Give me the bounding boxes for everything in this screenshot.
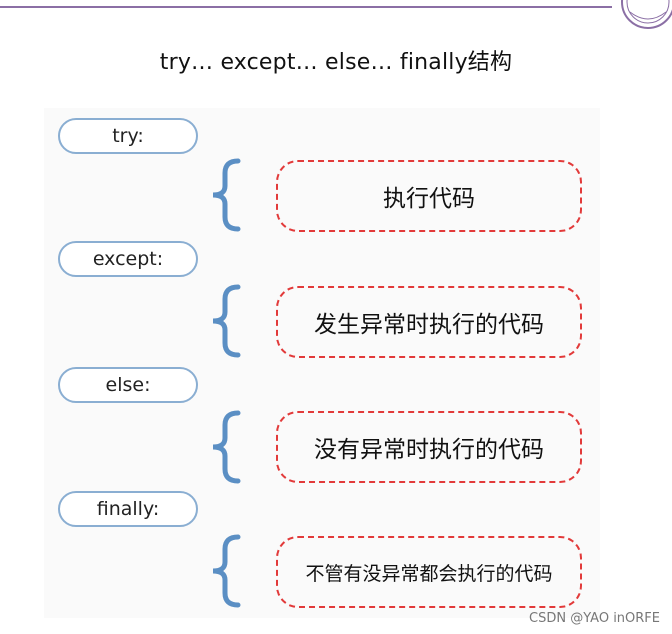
top-rule [0,6,612,8]
university-seal-logo [621,0,672,29]
description-try-text: 执行代码 [383,186,475,212]
diagram-panel [44,108,600,618]
description-except: 发生异常时执行的代码 [276,286,582,358]
keyword-finally: finally: [58,491,198,527]
keyword-except: except: [58,241,198,277]
slide-title: try… except… else… finally结构 [159,50,513,75]
description-finally-text: 不管有没异常都会执行的代码 [305,562,553,585]
brace-icon [212,284,241,358]
brace-icon [212,158,241,232]
brace-icon [212,534,241,608]
keyword-try: try: [58,118,198,154]
description-try: 执行代码 [276,160,582,232]
description-else: 没有异常时执行的代码 [276,411,582,483]
keyword-else: else: [58,367,198,403]
watermark: CSDN @YAO inORFE [529,611,660,626]
description-finally: 不管有没异常都会执行的代码 [276,536,582,608]
description-except-text: 发生异常时执行的代码 [314,312,544,338]
description-else-text: 没有异常时执行的代码 [314,437,544,463]
brace-icon [212,410,241,484]
